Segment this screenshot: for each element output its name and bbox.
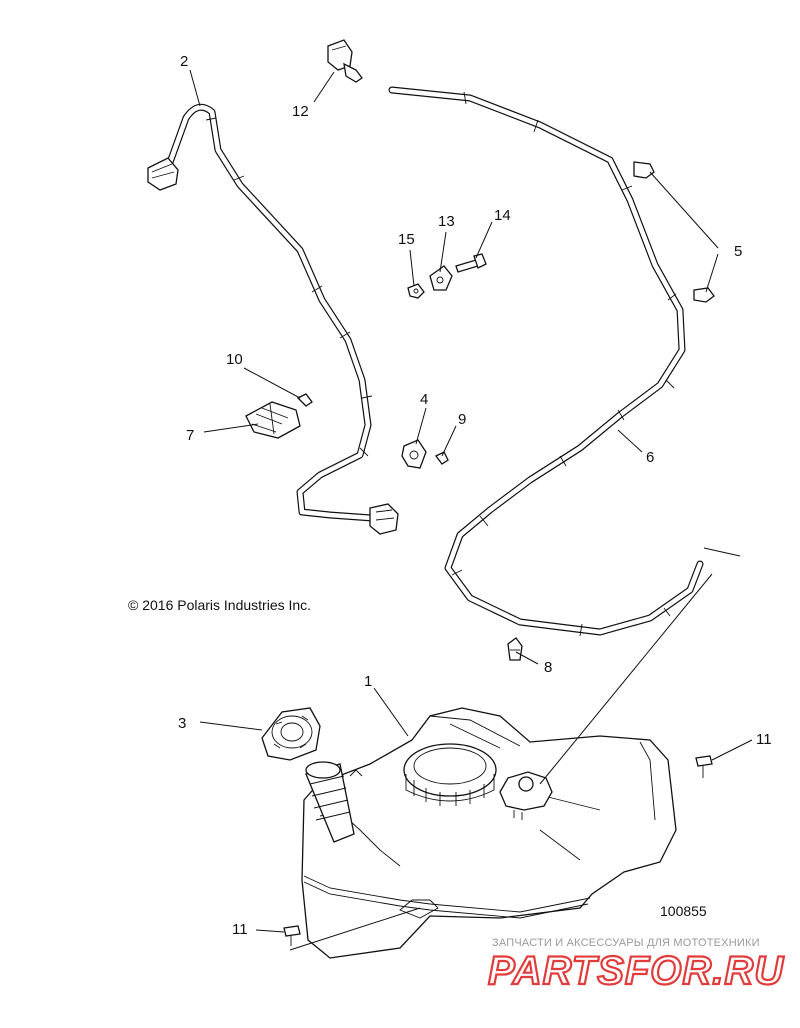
callout-4: 4	[420, 391, 428, 408]
hose-connector-lower	[369, 503, 399, 535]
callout-1: 1	[364, 673, 372, 690]
part-5-vent-fittings	[633, 161, 715, 303]
part-9-nut	[435, 451, 449, 465]
part-12-connector	[327, 39, 363, 83]
callout-10: 10	[226, 351, 243, 368]
part-11-fastener-right	[695, 755, 713, 778]
callout-6: 6	[646, 449, 654, 466]
callout-2: 2	[180, 53, 188, 70]
copyright-text: © 2016 Polaris Industries Inc.	[128, 597, 311, 613]
part-7-hose-holder	[245, 401, 301, 439]
callout-12: 12	[292, 103, 309, 120]
callout-8: 8	[544, 659, 552, 676]
fuel-pump-ring	[403, 743, 497, 806]
callout-5: 5	[734, 243, 742, 260]
part-15-nut	[407, 283, 425, 299]
part-1-fuel-tank	[301, 707, 677, 959]
part-8-clip	[507, 637, 523, 661]
callout-labels: 1 2 3 4 5 6 7 8 9 10 11 11 12 13 14 15	[178, 53, 772, 938]
part-4-hose-clip	[401, 439, 427, 469]
part-10-fastener	[296, 393, 313, 407]
watermark-tagline: ЗАПЧАСТИ И АКСЕССУАРЫ ДЛЯ МОТОТЕХНИКИ	[492, 937, 760, 949]
part-6-vent-hose	[388, 86, 704, 637]
part-2-fuel-hose	[147, 103, 399, 535]
callout-13: 13	[438, 213, 455, 230]
watermark: ЗАПЧАСТИ И АКСЕССУАРЫ ДЛЯ МОТОТЕХНИКИ PA…	[487, 937, 785, 994]
part-3-fuel-cap	[261, 707, 321, 761]
callout-9: 9	[458, 411, 466, 428]
part-11-fastener-left	[283, 925, 301, 946]
callout-11-left: 11	[232, 921, 248, 938]
filler-neck	[305, 761, 363, 843]
watermark-brand: PARTSFOR.RU	[488, 949, 784, 993]
callout-7: 7	[186, 427, 194, 444]
callout-11-right: 11	[756, 731, 772, 748]
hose-connector-upper	[147, 157, 179, 191]
callout-14: 14	[494, 207, 511, 224]
part-13-clamp	[429, 265, 453, 291]
callout-3: 3	[178, 715, 186, 732]
part-14-bolt	[455, 253, 487, 273]
callout-15: 15	[398, 231, 415, 248]
diagram-number: 100855	[660, 903, 707, 919]
leader-lines	[189, 69, 753, 951]
tank-vent-fitting	[499, 771, 553, 820]
